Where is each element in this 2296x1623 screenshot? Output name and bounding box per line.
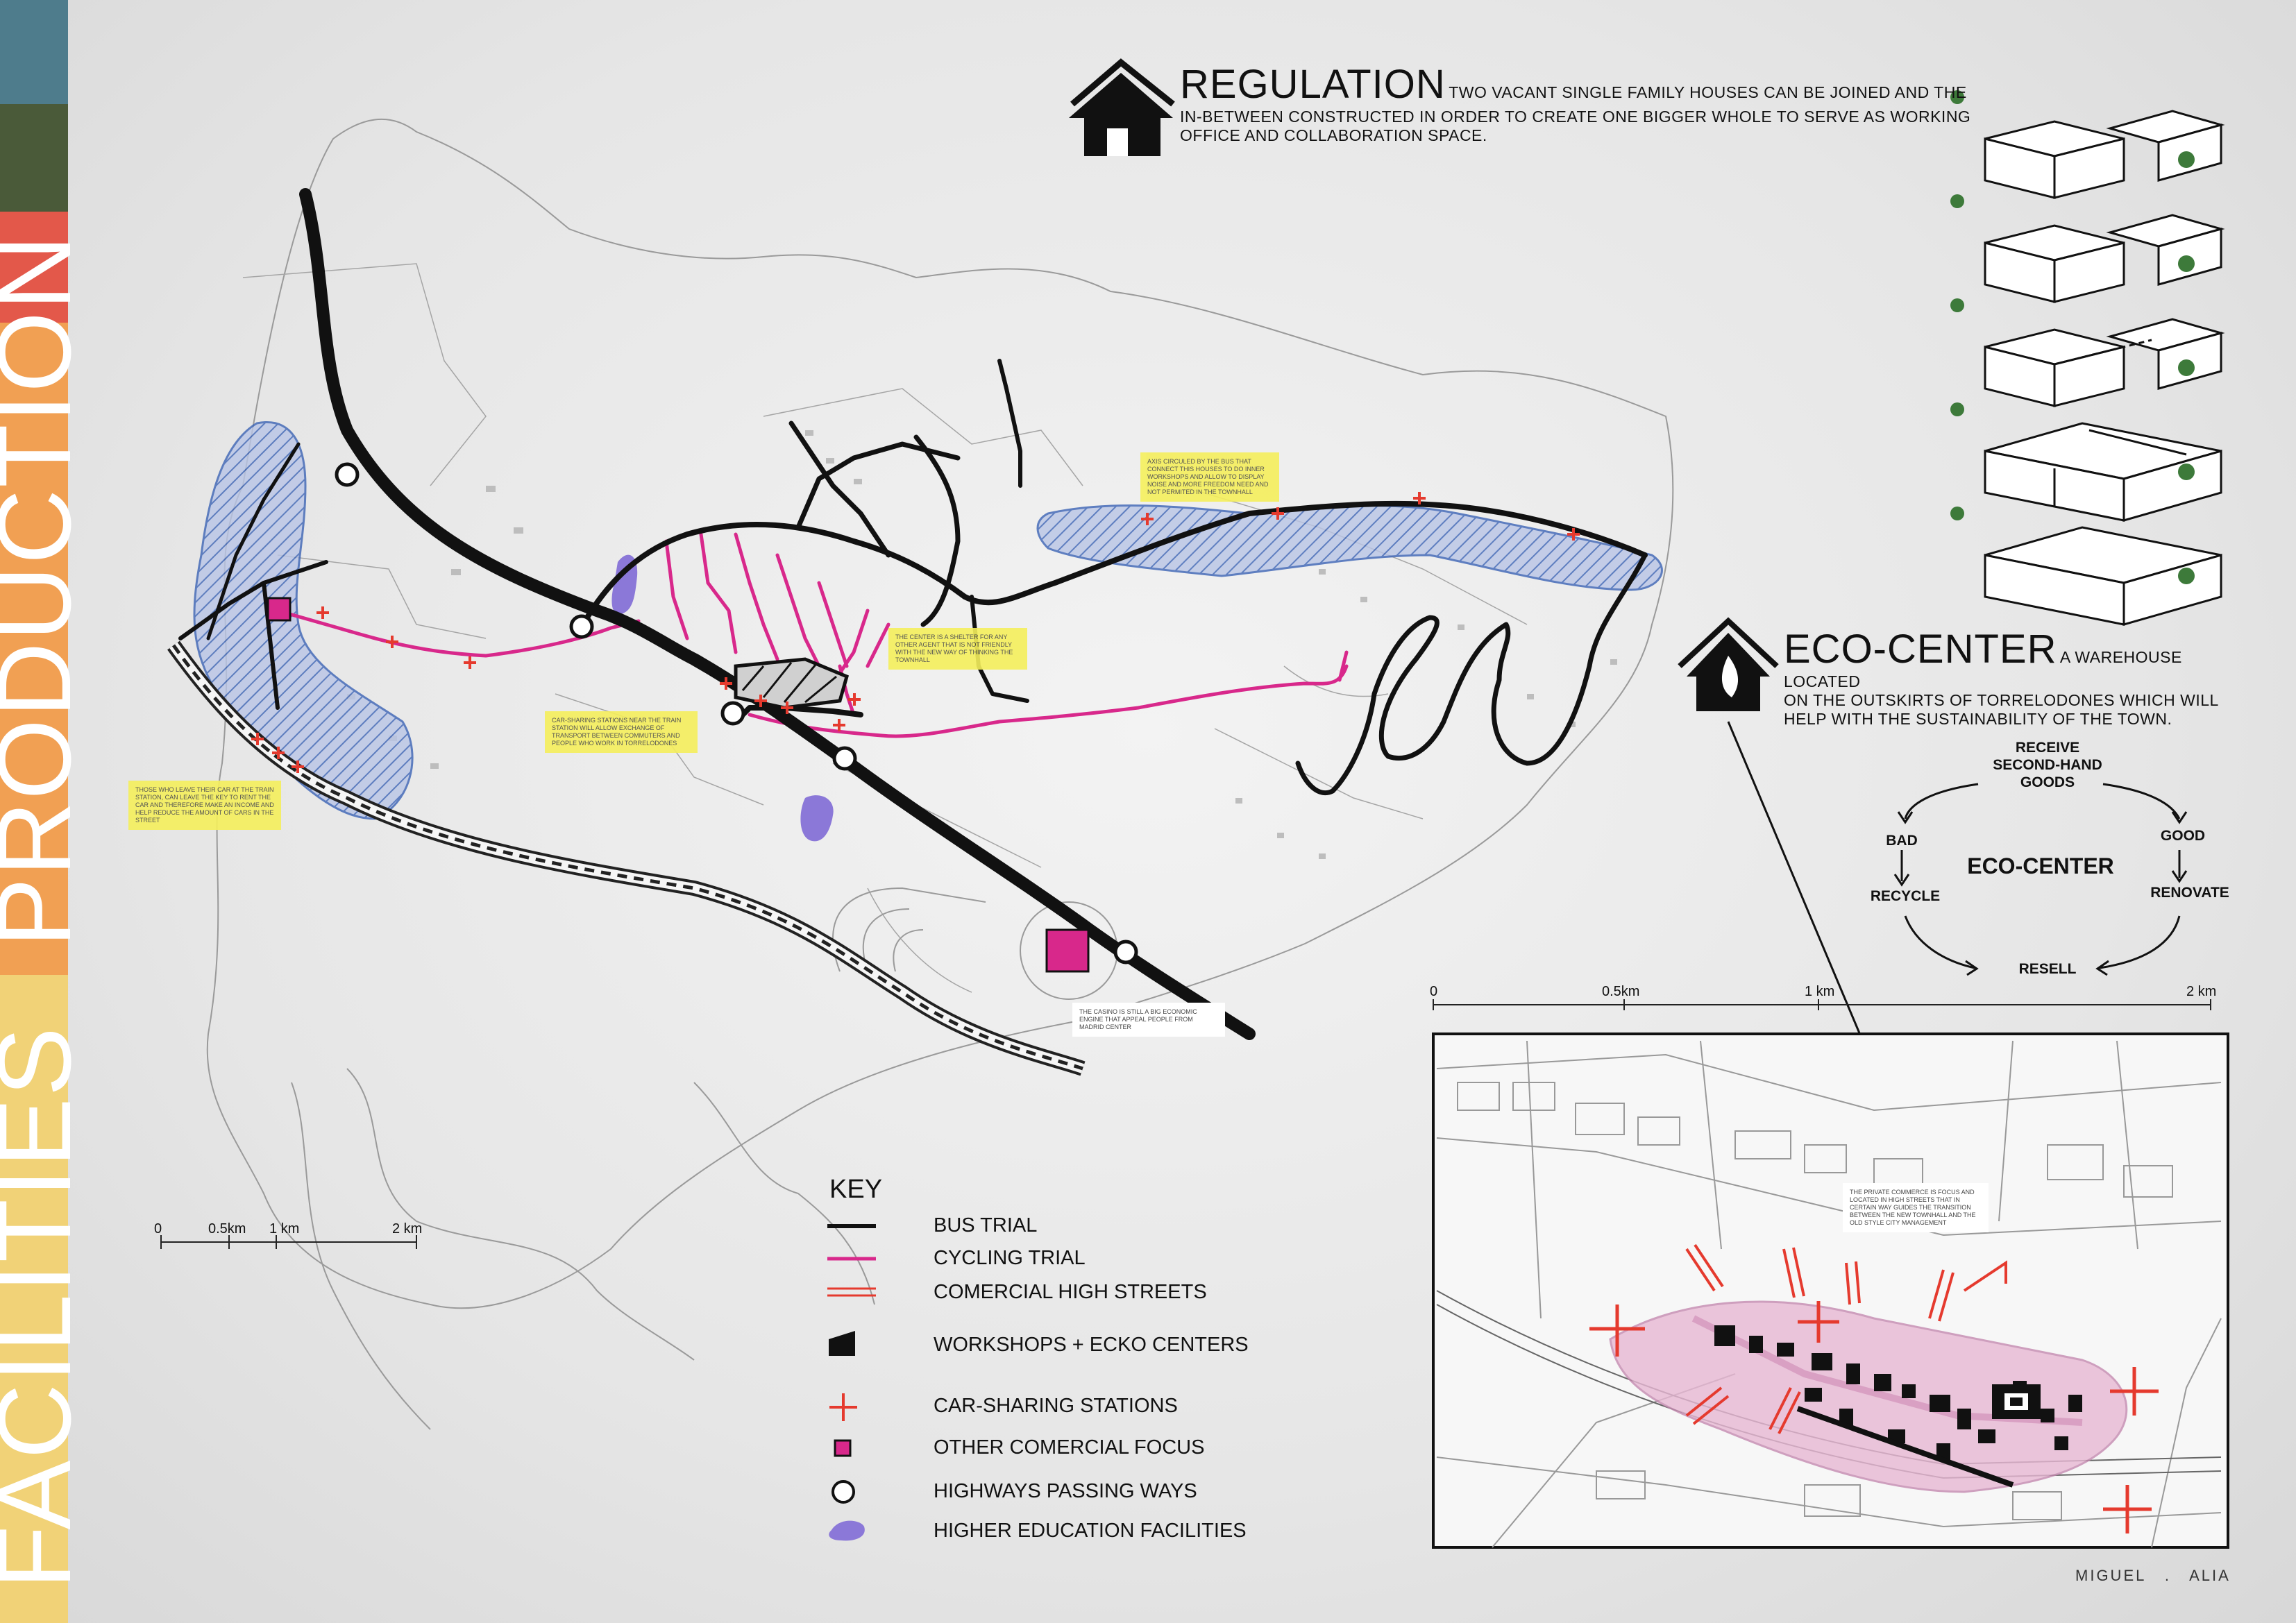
- commercial-focus-1: [267, 597, 292, 622]
- cycle-receive-line3: GOODS: [2020, 774, 2075, 790]
- note-casino: THE CASINO IS STILL A BIG ECONOMIC ENGIN…: [1072, 1003, 1225, 1037]
- eco-center-text-line1: A WAREHOUSE LOCATED: [1784, 648, 2182, 690]
- inset-town-plan: [1432, 1033, 2229, 1549]
- key-highways-passing-ways: HIGHWAYS PASSING WAYS: [934, 1480, 1197, 1502]
- sidebar-band-red: [0, 212, 68, 323]
- regulation-title: REGULATION: [1180, 62, 1446, 107]
- author-credit: MIGUEL . ALIA: [2075, 1567, 2231, 1585]
- cycle-recycle: RECYCLE: [1870, 888, 1941, 904]
- cycle-center: ECO-CENTER: [1967, 853, 2114, 878]
- eco-center-house-icon: [1678, 617, 1779, 711]
- scale-bar-main: [160, 1235, 417, 1249]
- inset-commercial-zone: [1609, 1300, 2128, 1493]
- eco-center-heading: ECO-CENTER A WAREHOUSE LOCATED ON THE OU…: [1784, 626, 2228, 729]
- cycle-renovate: RENOVATE: [2150, 885, 2229, 901]
- regulation-heading: REGULATION TWO VACANT SINGLE FAMILY HOUS…: [1180, 61, 1978, 145]
- railway: [167, 640, 1086, 1076]
- regulation-house-icon: [1069, 58, 1175, 156]
- hatched-zone-ridge: [1036, 504, 1663, 591]
- note-ridge-axis: AXIS CIRCULED BY THE BUS THAT CONNECT TH…: [1140, 452, 1279, 502]
- scale-inset-2: 2 km: [2186, 984, 2217, 999]
- scale-main-2: 2 km: [392, 1221, 423, 1237]
- scale-main-1: 1 km: [269, 1221, 300, 1237]
- workshop-center-hatch: [741, 662, 837, 704]
- cycle-receive-line1: RECEIVE: [2015, 740, 2080, 756]
- sidebar-band-yellow: [0, 975, 68, 1623]
- cycle-good: GOOD: [2160, 828, 2206, 844]
- sidebar-band-orange: [0, 323, 68, 975]
- key-commercial-high-streets: COMERCIAL HIGH STREETS: [934, 1281, 1207, 1303]
- scale-inset-1: 1 km: [1805, 984, 1835, 999]
- key-workshops: WORKSHOPS + ECKO CENTERS: [934, 1334, 1249, 1356]
- author-dot: .: [2164, 1567, 2171, 1584]
- education-facility-1: [611, 554, 638, 615]
- key-cycling-trial: CYCLING TRIAL: [934, 1247, 1086, 1269]
- education-facility-2: [800, 795, 834, 842]
- regulation-block-diagrams: [1950, 90, 2225, 626]
- cycle-resell: RESELL: [2018, 961, 2077, 977]
- commercial-focus-casino: [1045, 928, 1090, 973]
- key-car-sharing: CAR-SHARING STATIONS: [934, 1395, 1178, 1417]
- eco-center-text-line3: HELP WITH THE SUSTAINABILITY OF THE TOWN…: [1784, 710, 2172, 728]
- cycle-receive-line2: SECOND-HAND: [1993, 757, 2102, 773]
- cycle-receive: RECEIVE SECOND-HAND GOODS: [1985, 739, 2110, 791]
- note-car-sharing: CAR-SHARING STATIONS NEAR THE TRAIN STAT…: [545, 711, 698, 753]
- key-other-commercial-focus: OTHER COMERCIAL FOCUS: [934, 1436, 1205, 1459]
- key-higher-education: HIGHER EDUCATION FACILITIES: [934, 1520, 1247, 1542]
- highway-passing-ways: [335, 462, 1138, 965]
- bus-trail: [178, 188, 1648, 1040]
- hatched-zone-west: [193, 421, 414, 820]
- cycle-bad: BAD: [1886, 833, 1918, 849]
- regulation-text-line3: OFFICE AND COLLABORATION SPACE.: [1180, 126, 1487, 144]
- regulation-text-line1: TWO VACANT SINGLE FAMILY HOUSES CAN BE J…: [1449, 83, 1967, 101]
- scale-inset-0: 0: [1430, 984, 1438, 999]
- key-title: KEY: [829, 1175, 883, 1204]
- workshop-center: [734, 657, 850, 710]
- regulation-text-line2: IN-BETWEEN CONSTRUCTED IN ORDER TO CREAT…: [1180, 108, 1971, 126]
- note-center-shelter: THE CENTER IS A SHELTER FOR ANY OTHER AG…: [888, 628, 1027, 670]
- author-first: MIGUEL: [2075, 1567, 2146, 1584]
- scale-inset-05: 0.5km: [1602, 984, 1640, 999]
- scale-bar-inset: [1433, 999, 2211, 1010]
- author-last: ALIA: [2189, 1567, 2231, 1584]
- sidebar-band-olive: [0, 104, 68, 212]
- note-private-commerce: THE PRIVATE COMMERCE IS FOCUS AND LOCATE…: [1843, 1183, 1989, 1232]
- scale-main-05: 0.5km: [208, 1221, 246, 1237]
- key-symbols: [827, 1224, 876, 1541]
- car-sharing-stations: [251, 492, 1580, 773]
- key-bus-trial: BUS TRIAL: [934, 1214, 1038, 1237]
- scale-main-0: 0: [154, 1221, 162, 1237]
- sidebar-band-teal: [0, 0, 68, 104]
- eco-center-text-line2: ON THE OUTSKIRTS OF TORRELODONES WHICH W…: [1784, 691, 2219, 709]
- note-train-station: THOSE WHO LEAVE THEIR CAR AT THE TRAIN S…: [128, 781, 281, 830]
- inset-eco-center-building: [1992, 1384, 2041, 1419]
- eco-center-title: ECO-CENTER: [1784, 627, 2057, 672]
- municipal-boundary: [206, 118, 1674, 1430]
- eco-cycle-arrows: [1893, 783, 2188, 976]
